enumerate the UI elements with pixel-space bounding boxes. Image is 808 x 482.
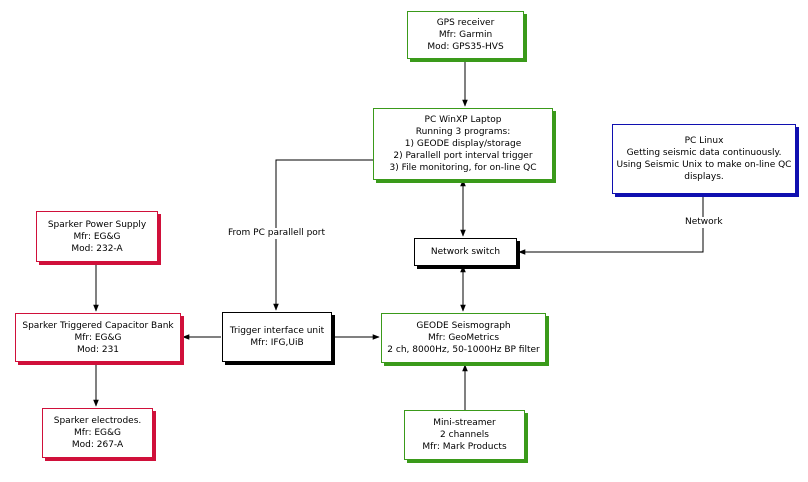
linux-line-2: Getting seismic data continuously. — [626, 148, 782, 158]
laptop-line-5: 3) File monitoring, for on-line QC — [389, 163, 537, 173]
sparker-capacitor-bank-box: Sparker Triggered Capacitor Bank Mfr: EG… — [15, 313, 181, 362]
streamer-line-3: Mfr: Mark Products — [422, 442, 507, 452]
pc-linux-box: PC Linux Getting seismic data continuous… — [612, 124, 796, 194]
electrodes-line-2: Mfr: EG&G — [73, 428, 122, 438]
electrodes-line-1: Sparker electrodes. — [53, 416, 142, 426]
geode-seismograph-box: GEODE Seismograph Mfr: GeoMetrics 2 ch, … — [381, 313, 546, 363]
electrodes-line-3: Mod: 267-A — [71, 440, 124, 450]
gps-receiver-box: GPS receiver Mfr: Garmin Mod: GPS35-HVS — [407, 11, 524, 59]
arrow-laptop-to-trigger — [273, 159, 373, 311]
geode-line-3: 2 ch, 8000Hz, 50-1000Hz BP filter — [387, 345, 540, 355]
laptop-line-3: 1) GEODE display/storage — [404, 139, 522, 149]
gps-line-2: Mfr: Garmin — [438, 30, 493, 40]
geode-line-2: Mfr: GeoMetrics — [427, 333, 500, 343]
gps-line-1: GPS receiver — [436, 18, 495, 28]
trigger-line-1: Trigger interface unit — [229, 326, 325, 336]
pc-laptop-box: PC WinXP Laptop Running 3 programs: 1) G… — [373, 108, 553, 180]
laptop-line-1: PC WinXP Laptop — [424, 115, 502, 125]
trigger-interface-box: Trigger interface unit Mfr: IFG,UiB — [222, 312, 332, 362]
gps-line-3: Mod: GPS35-HVS — [427, 42, 504, 52]
label-parallel-port: From PC parallell port — [228, 228, 326, 239]
streamer-line-2: 2 channels — [440, 430, 489, 440]
capacitor-line-2: Mfr: EG&G — [74, 332, 122, 343]
switch-label: Network switch — [430, 247, 501, 257]
linux-line-4: displays. — [684, 172, 724, 182]
geode-line-1: GEODE Seismograph — [416, 321, 511, 331]
mini-streamer-box: Mini-streamer 2 channels Mfr: Mark Produ… — [404, 410, 525, 460]
sparker-power-supply-box: Sparker Power Supply Mfr: EG&G Mod: 232-… — [36, 211, 158, 262]
streamer-line-1: Mini-streamer — [433, 418, 496, 428]
linux-line-3: Using Seismic Unix to make on-line QC — [616, 160, 792, 170]
network-switch-box: Network switch — [414, 238, 517, 266]
power-line-3: Mod: 232-A — [71, 243, 123, 254]
laptop-line-4: 2) Parallell port interval trigger — [393, 151, 533, 161]
power-line-2: Mfr: EG&G — [73, 231, 121, 242]
capacitor-line-3: Mod: 231 — [76, 344, 120, 355]
power-line-1: Sparker Power Supply — [47, 219, 147, 230]
label-network: Network — [685, 217, 723, 228]
capacitor-line-1: Sparker Triggered Capacitor Bank — [22, 320, 174, 331]
sparker-electrodes-box: Sparker electrodes. Mfr: EG&G Mod: 267-A — [42, 408, 153, 458]
arrow-linux-to-switch — [518, 194, 704, 255]
linux-line-1: PC Linux — [684, 136, 724, 146]
laptop-line-2: Running 3 programs: — [415, 127, 511, 137]
trigger-line-2: Mfr: IFG,UiB — [250, 338, 304, 348]
